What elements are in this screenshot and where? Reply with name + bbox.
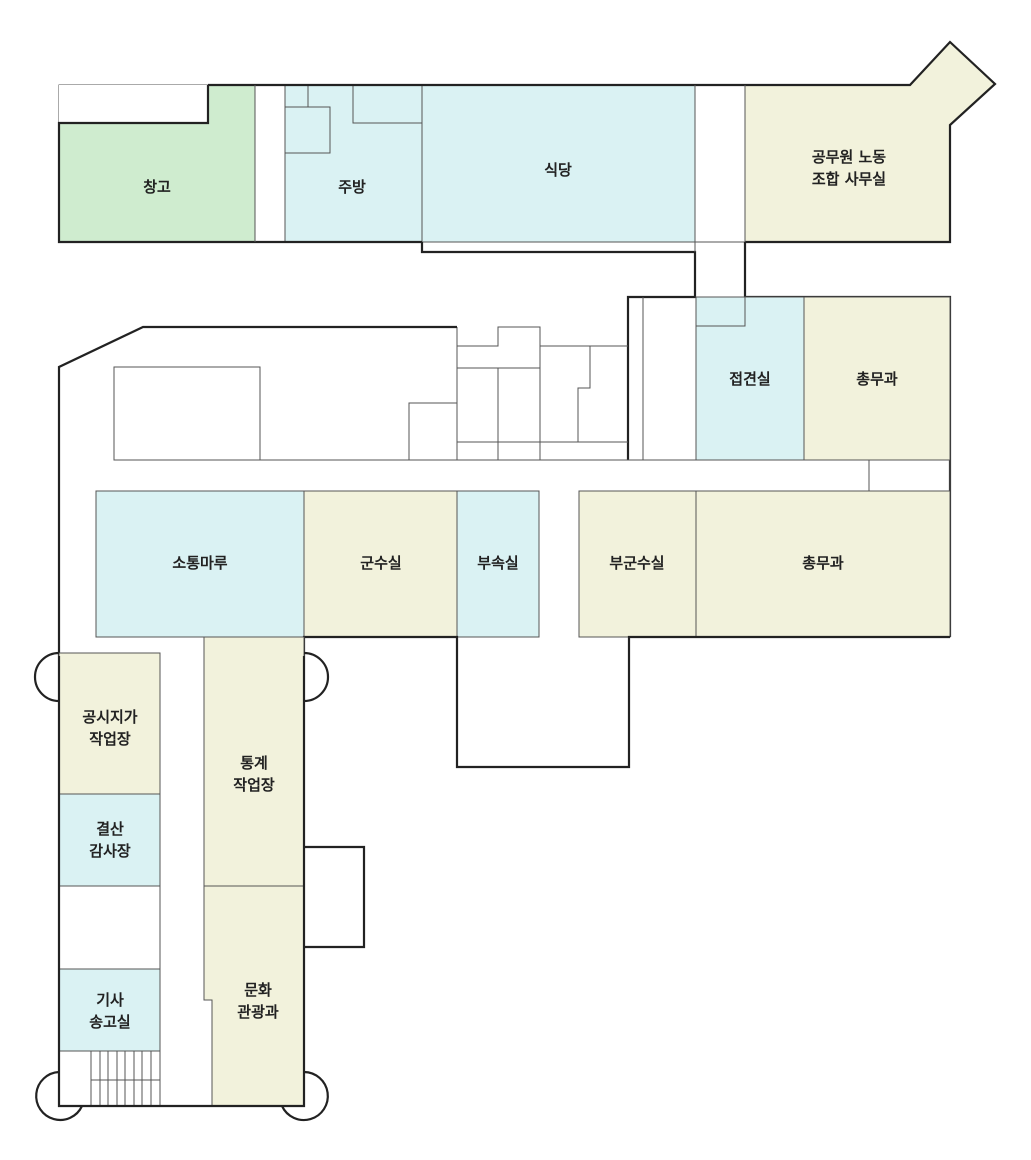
room-vice-governor[interactable] <box>578 490 697 638</box>
room-land-price[interactable] <box>58 652 161 795</box>
room-general-affairs-1[interactable] <box>803 296 951 461</box>
kitchen-partition <box>352 85 422 124</box>
room-general-affairs-2[interactable] <box>695 490 951 638</box>
label-statistics-line1: 통계 <box>240 754 268 772</box>
main-block-wall <box>302 635 950 769</box>
label-culture-line1: 문화 <box>244 981 272 999</box>
label-cafeteria: 식당 <box>544 161 572 179</box>
label-governor: 군수실 <box>360 554 401 572</box>
label-land-price-line1: 공시지가 <box>82 708 137 726</box>
label-general-affairs-2: 총무과 <box>802 554 844 572</box>
label-union-line2: 조합 사무실 <box>812 170 886 188</box>
room-secretariat[interactable] <box>456 490 540 638</box>
label-secretariat: 부속실 <box>477 554 518 572</box>
top-wing-wall <box>420 242 697 460</box>
label-press-line2: 송고실 <box>89 1013 130 1031</box>
room-audit[interactable] <box>58 793 161 887</box>
label-press-line1: 기사 <box>96 991 124 1009</box>
top-wing-wall <box>208 40 997 244</box>
label-statistics-line2: 작업장 <box>233 776 275 794</box>
main-block-wall <box>57 325 457 656</box>
label-reception: 접견실 <box>729 370 770 388</box>
room-unlabeled <box>58 885 161 970</box>
upper-partition <box>457 326 628 347</box>
upper-office <box>113 366 261 461</box>
label-kitchen: 주방 <box>338 178 366 196</box>
storage-notch-mask <box>59 85 208 123</box>
reception-notch <box>696 297 746 327</box>
label-general-affairs-1: 총무과 <box>856 370 898 388</box>
storage-alcove <box>868 459 951 492</box>
tower-lower-left <box>35 1070 83 1122</box>
label-union-line1: 공무원 노동 <box>812 148 886 166</box>
upper-partition <box>408 402 457 460</box>
room-reception[interactable] <box>695 296 805 461</box>
label-communication: 소통마루 <box>172 554 227 572</box>
top-wing-wall <box>57 85 422 244</box>
room-communication[interactable] <box>95 490 305 638</box>
label-audit-line1: 결산 <box>96 820 124 838</box>
room-union-office[interactable] <box>744 41 996 243</box>
room-governor[interactable] <box>303 490 458 638</box>
label-land-price-line2: 작업장 <box>89 730 131 748</box>
room-press[interactable] <box>58 968 161 1052</box>
tower-lower-right <box>281 1070 329 1122</box>
label-vice-governor: 부군수실 <box>609 554 664 572</box>
label-audit-line2: 감사장 <box>89 842 131 860</box>
annex-wall <box>304 845 366 949</box>
tower-upper-left <box>33 651 60 703</box>
tower-upper-right <box>303 651 330 703</box>
upper-partition <box>577 346 628 443</box>
label-storage: 창고 <box>143 178 171 196</box>
stairs <box>90 1051 161 1106</box>
label-culture-line2: 관광과 <box>237 1003 279 1021</box>
left-wing-wall <box>57 656 306 1108</box>
